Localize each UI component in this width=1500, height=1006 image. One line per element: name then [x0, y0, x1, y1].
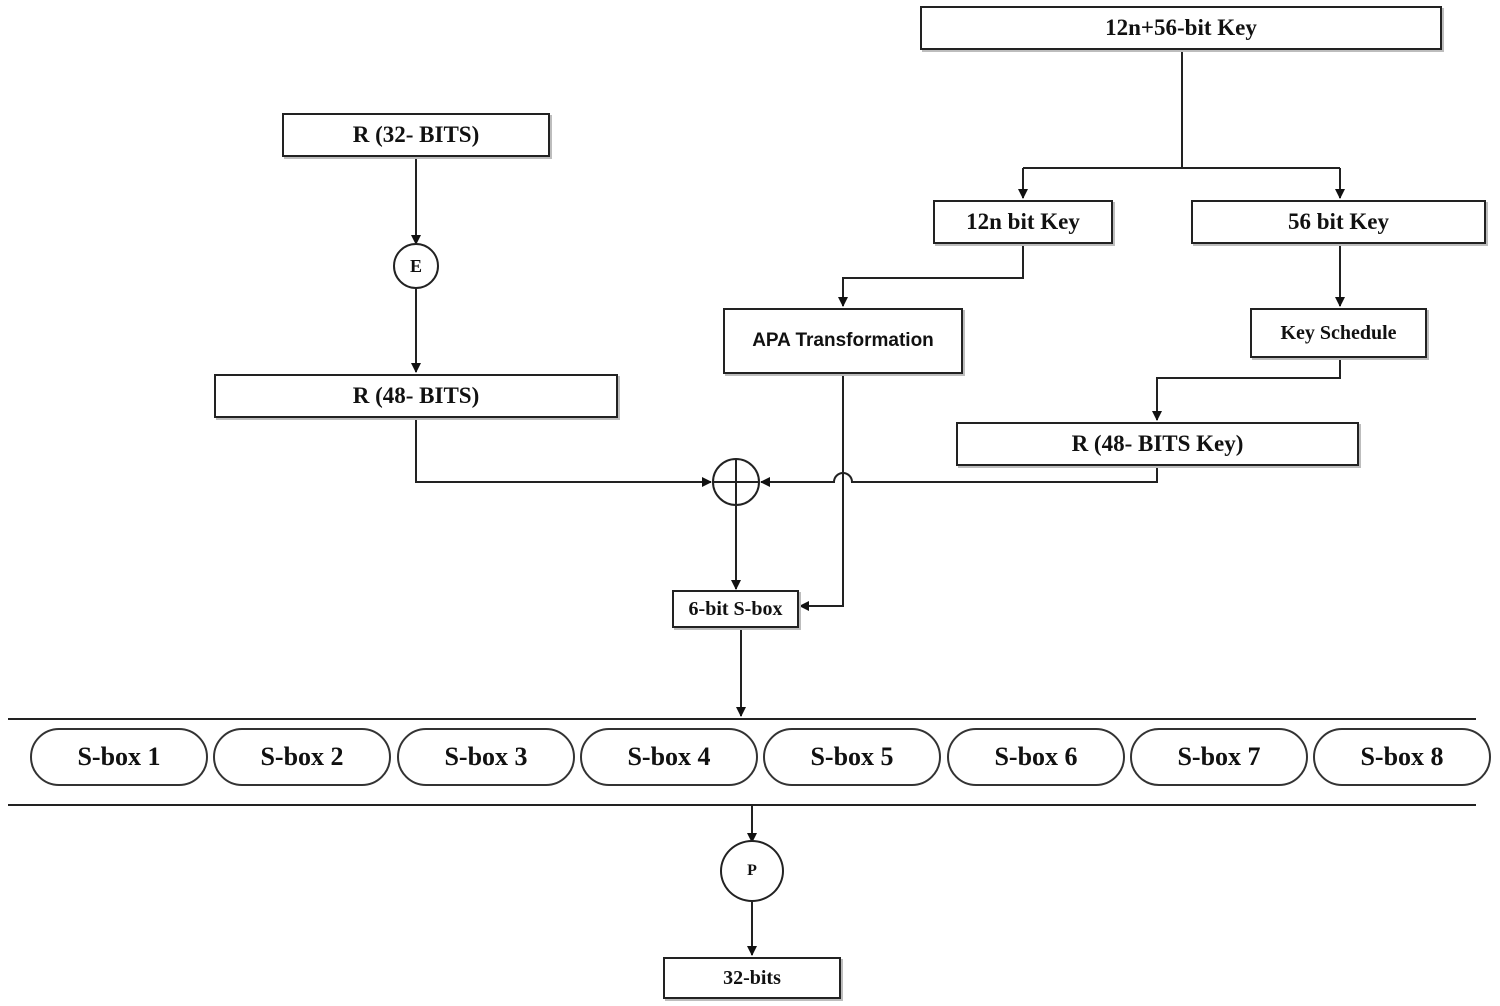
sbox-2: S-box 2 — [213, 728, 391, 786]
permutation-node: P — [720, 840, 784, 902]
sbox-6bit-box: 6-bit S-box — [672, 590, 799, 628]
sbox-3: S-box 3 — [397, 728, 575, 786]
apa-transformation-box: APA Transformation — [723, 308, 963, 374]
key-schedule-box: Key Schedule — [1250, 308, 1427, 358]
sbox-1: S-box 1 — [30, 728, 208, 786]
sbox-6: S-box 6 — [947, 728, 1125, 786]
r32-box: R (32- BITS) — [282, 113, 550, 157]
sbox-4: S-box 4 — [580, 728, 758, 786]
key-12n-box: 12n bit Key — [933, 200, 1113, 244]
key-56-box: 56 bit Key — [1191, 200, 1486, 244]
sbox-8: S-box 8 — [1313, 728, 1491, 786]
output-32bits-box: 32-bits — [663, 957, 841, 999]
r48-box: R (48- BITS) — [214, 374, 618, 418]
key-box: 12n+56-bit Key — [920, 6, 1442, 50]
r48-key-box: R (48- BITS Key) — [956, 422, 1359, 466]
sbox-7: S-box 7 — [1130, 728, 1308, 786]
sbox-5: S-box 5 — [763, 728, 941, 786]
xor-symbol — [712, 458, 760, 506]
expansion-node: E — [393, 243, 439, 289]
